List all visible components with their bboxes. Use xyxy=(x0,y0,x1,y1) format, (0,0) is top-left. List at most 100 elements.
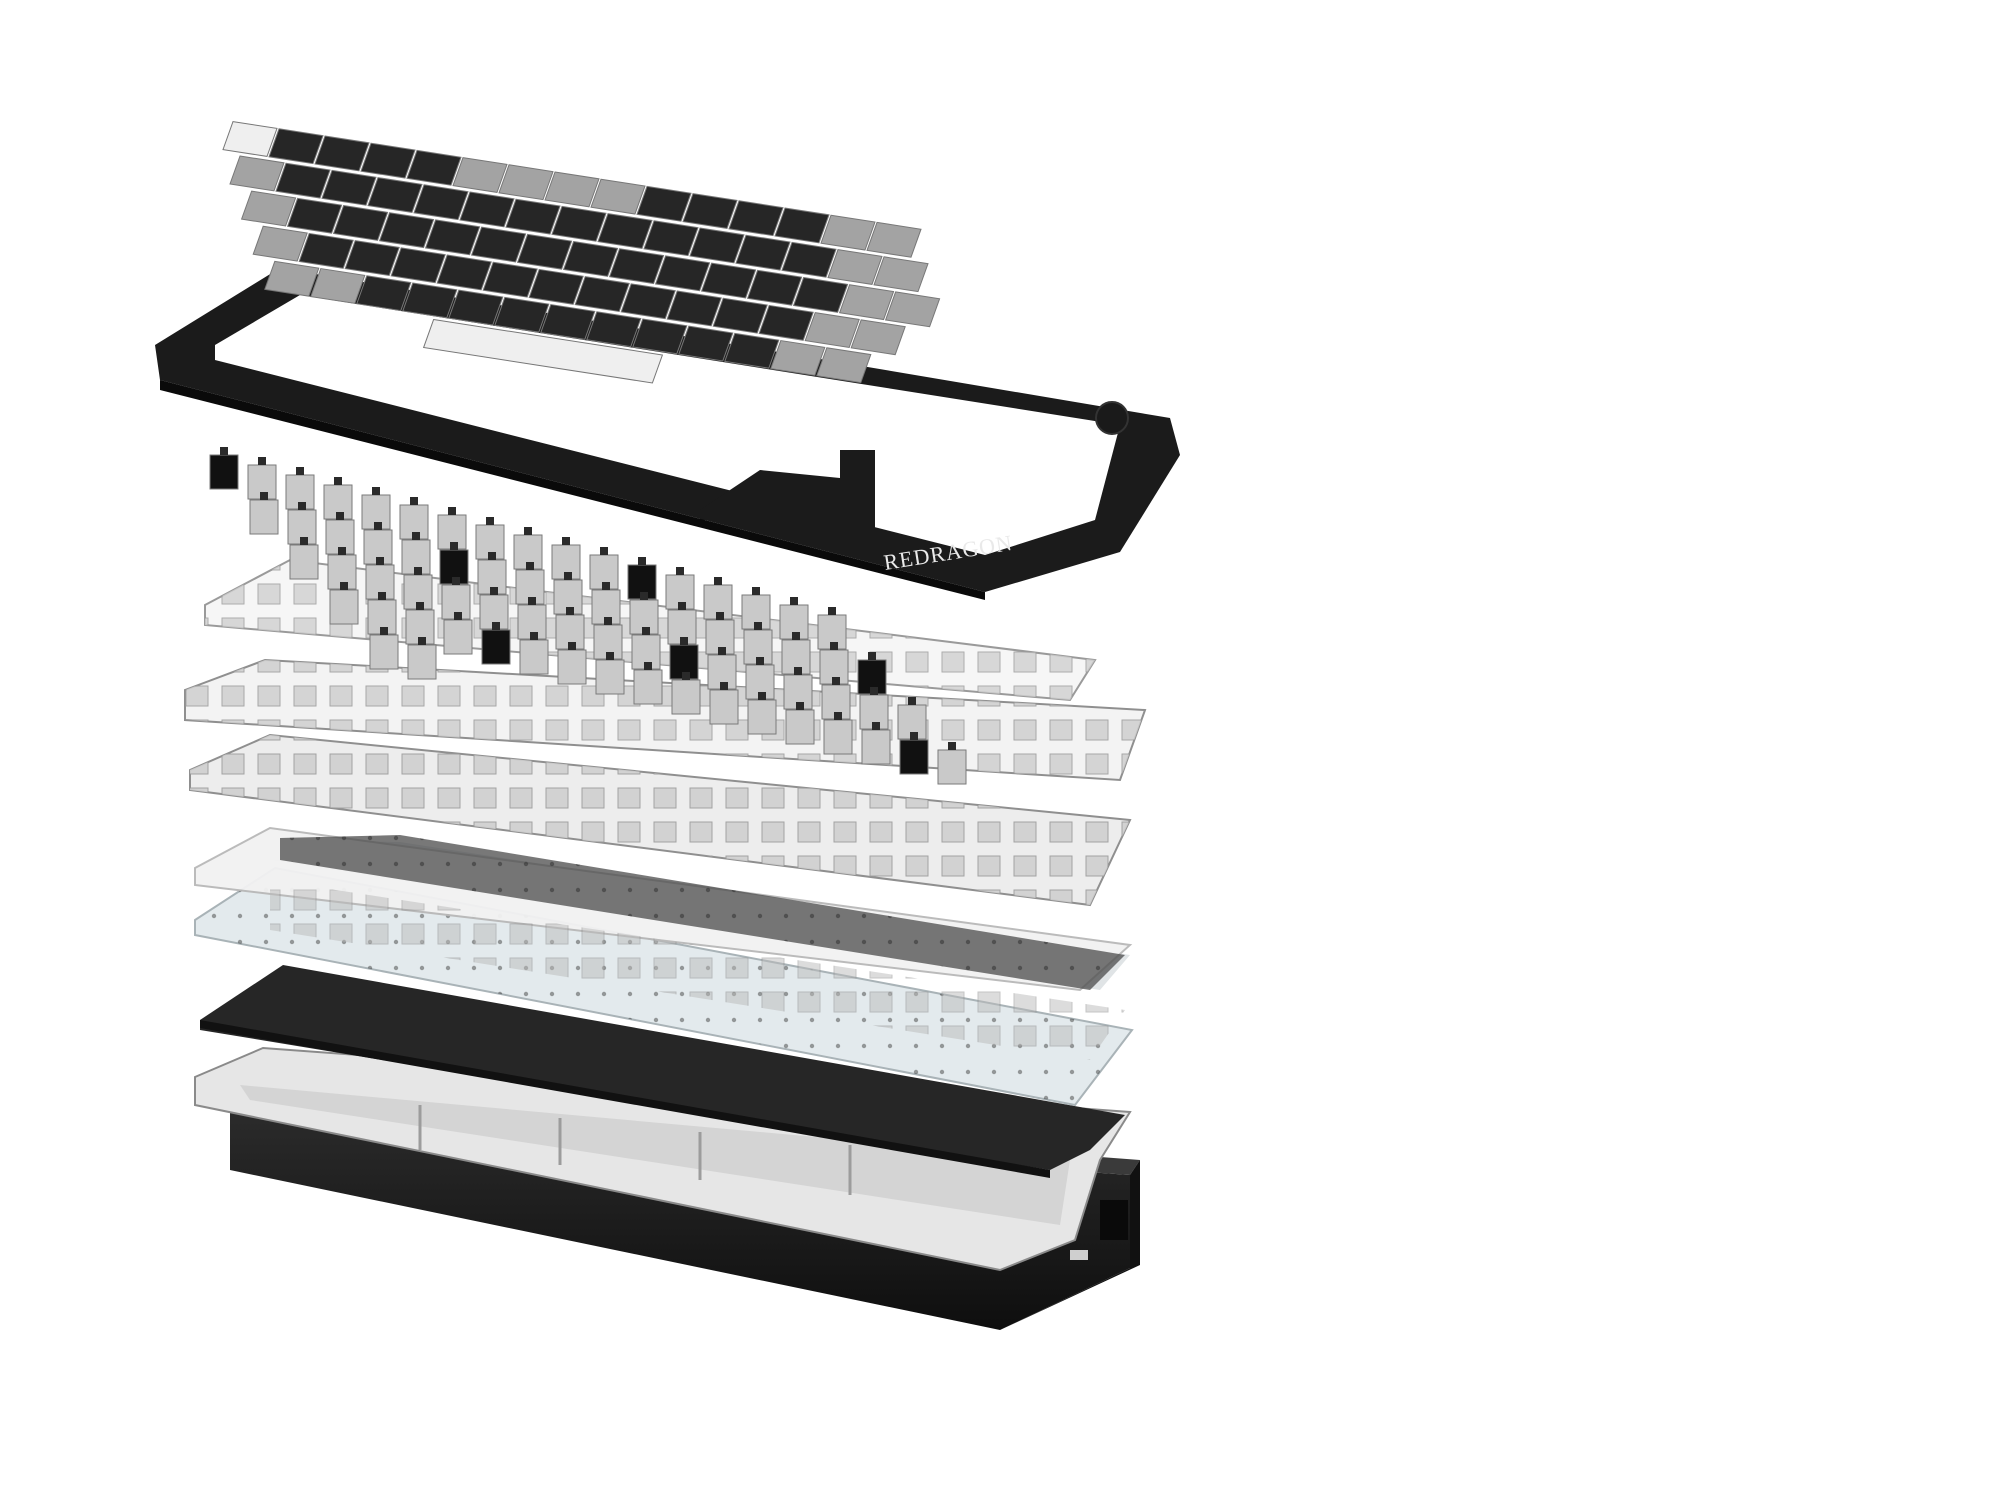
switch xyxy=(475,517,505,560)
switch xyxy=(937,742,967,785)
keycap xyxy=(682,193,738,229)
keycap xyxy=(827,249,883,285)
keycap xyxy=(678,325,734,362)
volume-knob-icon xyxy=(1095,401,1129,435)
switch xyxy=(743,622,773,665)
keycap xyxy=(597,213,653,249)
switch xyxy=(899,732,929,775)
keycap xyxy=(636,185,692,222)
keycap xyxy=(332,204,389,241)
switch xyxy=(557,642,587,685)
keycap xyxy=(390,247,446,284)
switch xyxy=(323,477,353,520)
keycap xyxy=(850,319,906,356)
switch xyxy=(249,492,279,535)
keycap xyxy=(344,240,400,277)
keycap xyxy=(482,261,538,298)
switches xyxy=(209,447,967,785)
keycap xyxy=(516,233,573,270)
keycap xyxy=(540,304,596,340)
switch xyxy=(745,657,775,700)
keycap xyxy=(240,190,297,227)
keycap xyxy=(728,200,784,237)
keycaps xyxy=(222,121,941,384)
switch xyxy=(595,652,625,695)
switch xyxy=(785,702,815,745)
keycap xyxy=(712,297,768,334)
keycap xyxy=(494,296,550,333)
usb-port-icon xyxy=(1070,1250,1088,1260)
switch xyxy=(671,672,701,715)
keycap xyxy=(448,289,504,326)
keycap xyxy=(700,262,757,299)
keycap xyxy=(314,135,370,172)
keycap xyxy=(406,149,462,186)
keycap xyxy=(436,254,492,291)
keycap xyxy=(459,191,515,228)
keycap xyxy=(268,128,324,165)
bottom-foam xyxy=(200,965,1125,1178)
keycap xyxy=(298,232,354,269)
switch xyxy=(407,637,437,680)
keycap xyxy=(310,268,366,304)
keycap xyxy=(770,340,826,376)
keycap xyxy=(643,220,699,257)
plate-foam xyxy=(270,835,1125,1060)
keycap xyxy=(402,282,458,319)
switch xyxy=(593,617,623,660)
keycap xyxy=(222,121,278,157)
keycap xyxy=(792,276,849,313)
keycap xyxy=(632,318,688,355)
top-frame: REDRAGON xyxy=(155,268,1180,600)
switch xyxy=(329,582,359,625)
switch xyxy=(285,467,315,510)
keycap xyxy=(544,171,600,208)
keycap xyxy=(422,318,664,384)
keycap xyxy=(551,205,607,242)
keycap xyxy=(746,269,803,306)
keycap xyxy=(873,256,929,293)
keycap xyxy=(252,225,308,262)
switch xyxy=(747,692,777,735)
switch xyxy=(443,612,473,655)
keycap xyxy=(820,214,876,251)
switch xyxy=(633,662,663,705)
switch xyxy=(481,622,511,665)
keycap xyxy=(360,142,416,179)
switch xyxy=(823,712,853,755)
keycap xyxy=(838,284,895,321)
keycap xyxy=(758,304,814,341)
keycap xyxy=(413,184,469,221)
keycap xyxy=(275,162,331,199)
rear-switch-icon xyxy=(1100,1200,1128,1240)
switch xyxy=(857,652,887,695)
keycap xyxy=(774,207,830,244)
keycap xyxy=(356,275,412,312)
keycap xyxy=(804,312,860,349)
keycap xyxy=(286,197,343,234)
switch xyxy=(209,447,239,490)
keycap xyxy=(620,283,676,320)
keycap xyxy=(574,276,630,313)
keycap xyxy=(498,164,554,201)
keycap xyxy=(528,268,584,305)
keycap xyxy=(884,291,941,328)
keycap xyxy=(608,248,665,285)
keycap xyxy=(470,226,527,263)
keycap xyxy=(452,157,508,193)
switch xyxy=(369,627,399,670)
keycap xyxy=(735,234,791,271)
keycap xyxy=(781,241,837,278)
keycap xyxy=(724,332,780,369)
keycap xyxy=(666,290,722,327)
keycap xyxy=(586,311,642,348)
switch xyxy=(861,722,891,765)
keycap xyxy=(367,177,423,213)
keycap xyxy=(264,260,320,297)
keycap xyxy=(689,227,745,264)
keycap xyxy=(505,198,561,235)
keycap xyxy=(654,255,711,292)
switch xyxy=(709,682,739,725)
